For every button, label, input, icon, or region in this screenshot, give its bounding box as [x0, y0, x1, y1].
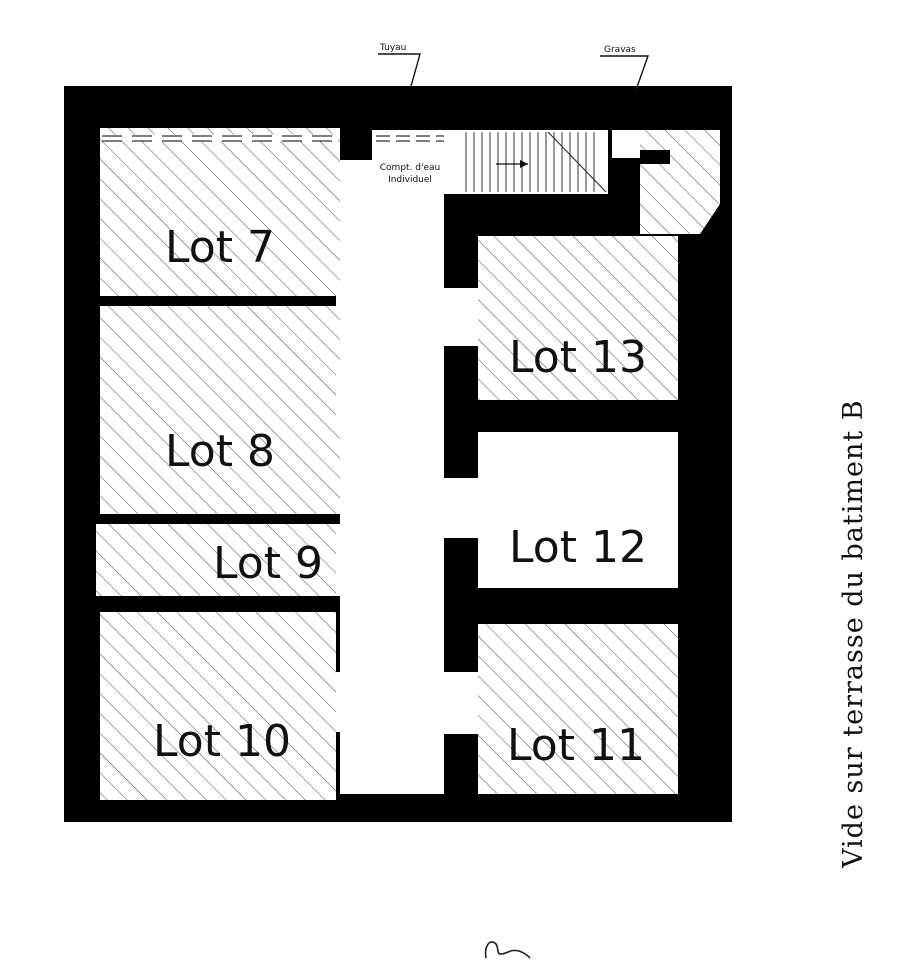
tuyau-label: Tuyau: [379, 43, 406, 53]
meter-label-line2: Individuel: [388, 175, 432, 185]
lot-9-area: [96, 524, 340, 596]
gravas-label: Gravas: [604, 45, 636, 55]
lot-8-label: Lot 8: [165, 426, 275, 477]
door-opening: [336, 372, 372, 430]
lot-11-area: [478, 624, 678, 794]
side-caption: Vide sur terrasse du batiment B: [838, 399, 869, 869]
gravas-leader-line: [600, 55, 649, 91]
gravas-gap: [612, 130, 640, 158]
door-opening: [336, 296, 372, 308]
corridor-top: [372, 130, 444, 170]
lot-10-label: Lot 10: [153, 716, 291, 767]
lot-11-label: Lot 11: [507, 720, 645, 771]
stair-area: [444, 130, 608, 194]
lot-13-label: Lot 13: [509, 332, 647, 383]
door-opening: [336, 524, 372, 596]
door-opening: [340, 160, 372, 220]
lot-12-area: [478, 432, 678, 588]
tuyau-leader-line: [378, 53, 421, 91]
stair-arrow-head: [520, 160, 528, 168]
door-opening: [444, 672, 478, 734]
lot-8-area: [100, 306, 340, 514]
door-opening: [444, 288, 478, 346]
lot-7-area: [100, 128, 340, 296]
stair-steps: [465, 131, 607, 193]
lot-9-label: Lot 9: [213, 538, 323, 589]
lot-12-label: Lot 12: [509, 522, 647, 573]
gravas-block: [640, 150, 670, 164]
door-opening: [444, 478, 478, 538]
door-opening: [336, 672, 372, 732]
lot-13-area: [478, 236, 678, 400]
lot-10-area: [100, 612, 336, 800]
signature-mark: [484, 941, 531, 959]
gravas-area: [640, 130, 720, 234]
lot-7-label: Lot 7: [165, 222, 275, 273]
meter-label-line1: Compt. d'eau: [380, 163, 440, 173]
